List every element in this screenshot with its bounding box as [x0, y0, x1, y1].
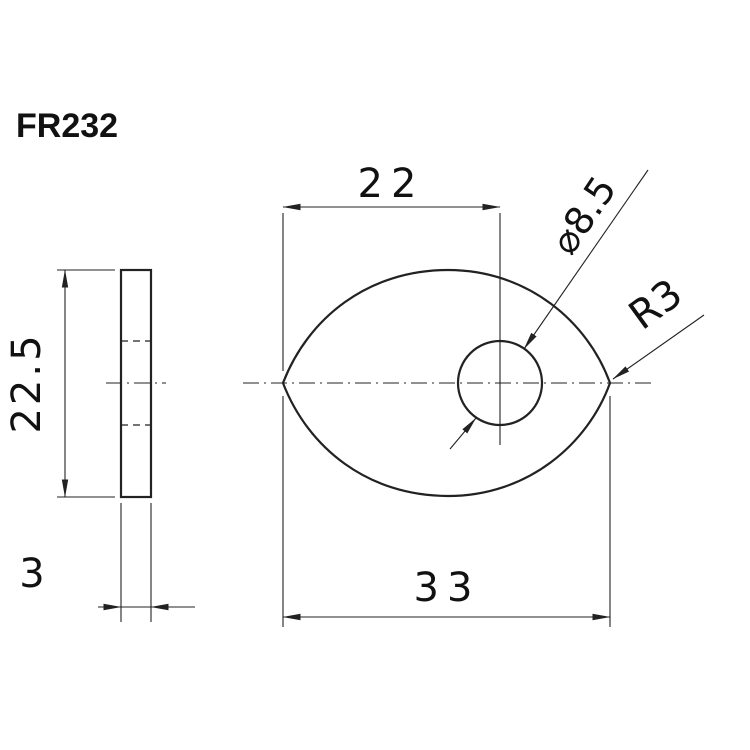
part-number-label: FR232 — [16, 107, 118, 145]
dimension-center-width: 22 — [282, 161, 501, 371]
side-view — [106, 268, 166, 499]
dimension-thickness: 3 — [19, 503, 195, 622]
tip-radius-value: R3 — [621, 271, 691, 340]
overall-width-dimension-value: 33 — [414, 565, 481, 611]
height-dimension-value: 22.5 — [4, 332, 50, 433]
hole-diameter-leader-upper — [523, 169, 649, 350]
dimension-overall-width: 33 — [282, 396, 611, 627]
dimension-tip-radius: R3 — [612, 271, 705, 380]
dimension-height: 22.5 — [4, 269, 115, 498]
dimension-hole-diameter: ⌀8.5 — [449, 168, 649, 450]
center-width-dimension-value: 22 — [358, 161, 425, 207]
hole-diameter-leader-lower — [449, 417, 477, 450]
thickness-dimension-value: 3 — [19, 551, 44, 597]
hole-diameter-value: ⌀8.5 — [542, 168, 625, 262]
front-view — [243, 213, 652, 498]
tip-radius-leader — [612, 314, 705, 380]
